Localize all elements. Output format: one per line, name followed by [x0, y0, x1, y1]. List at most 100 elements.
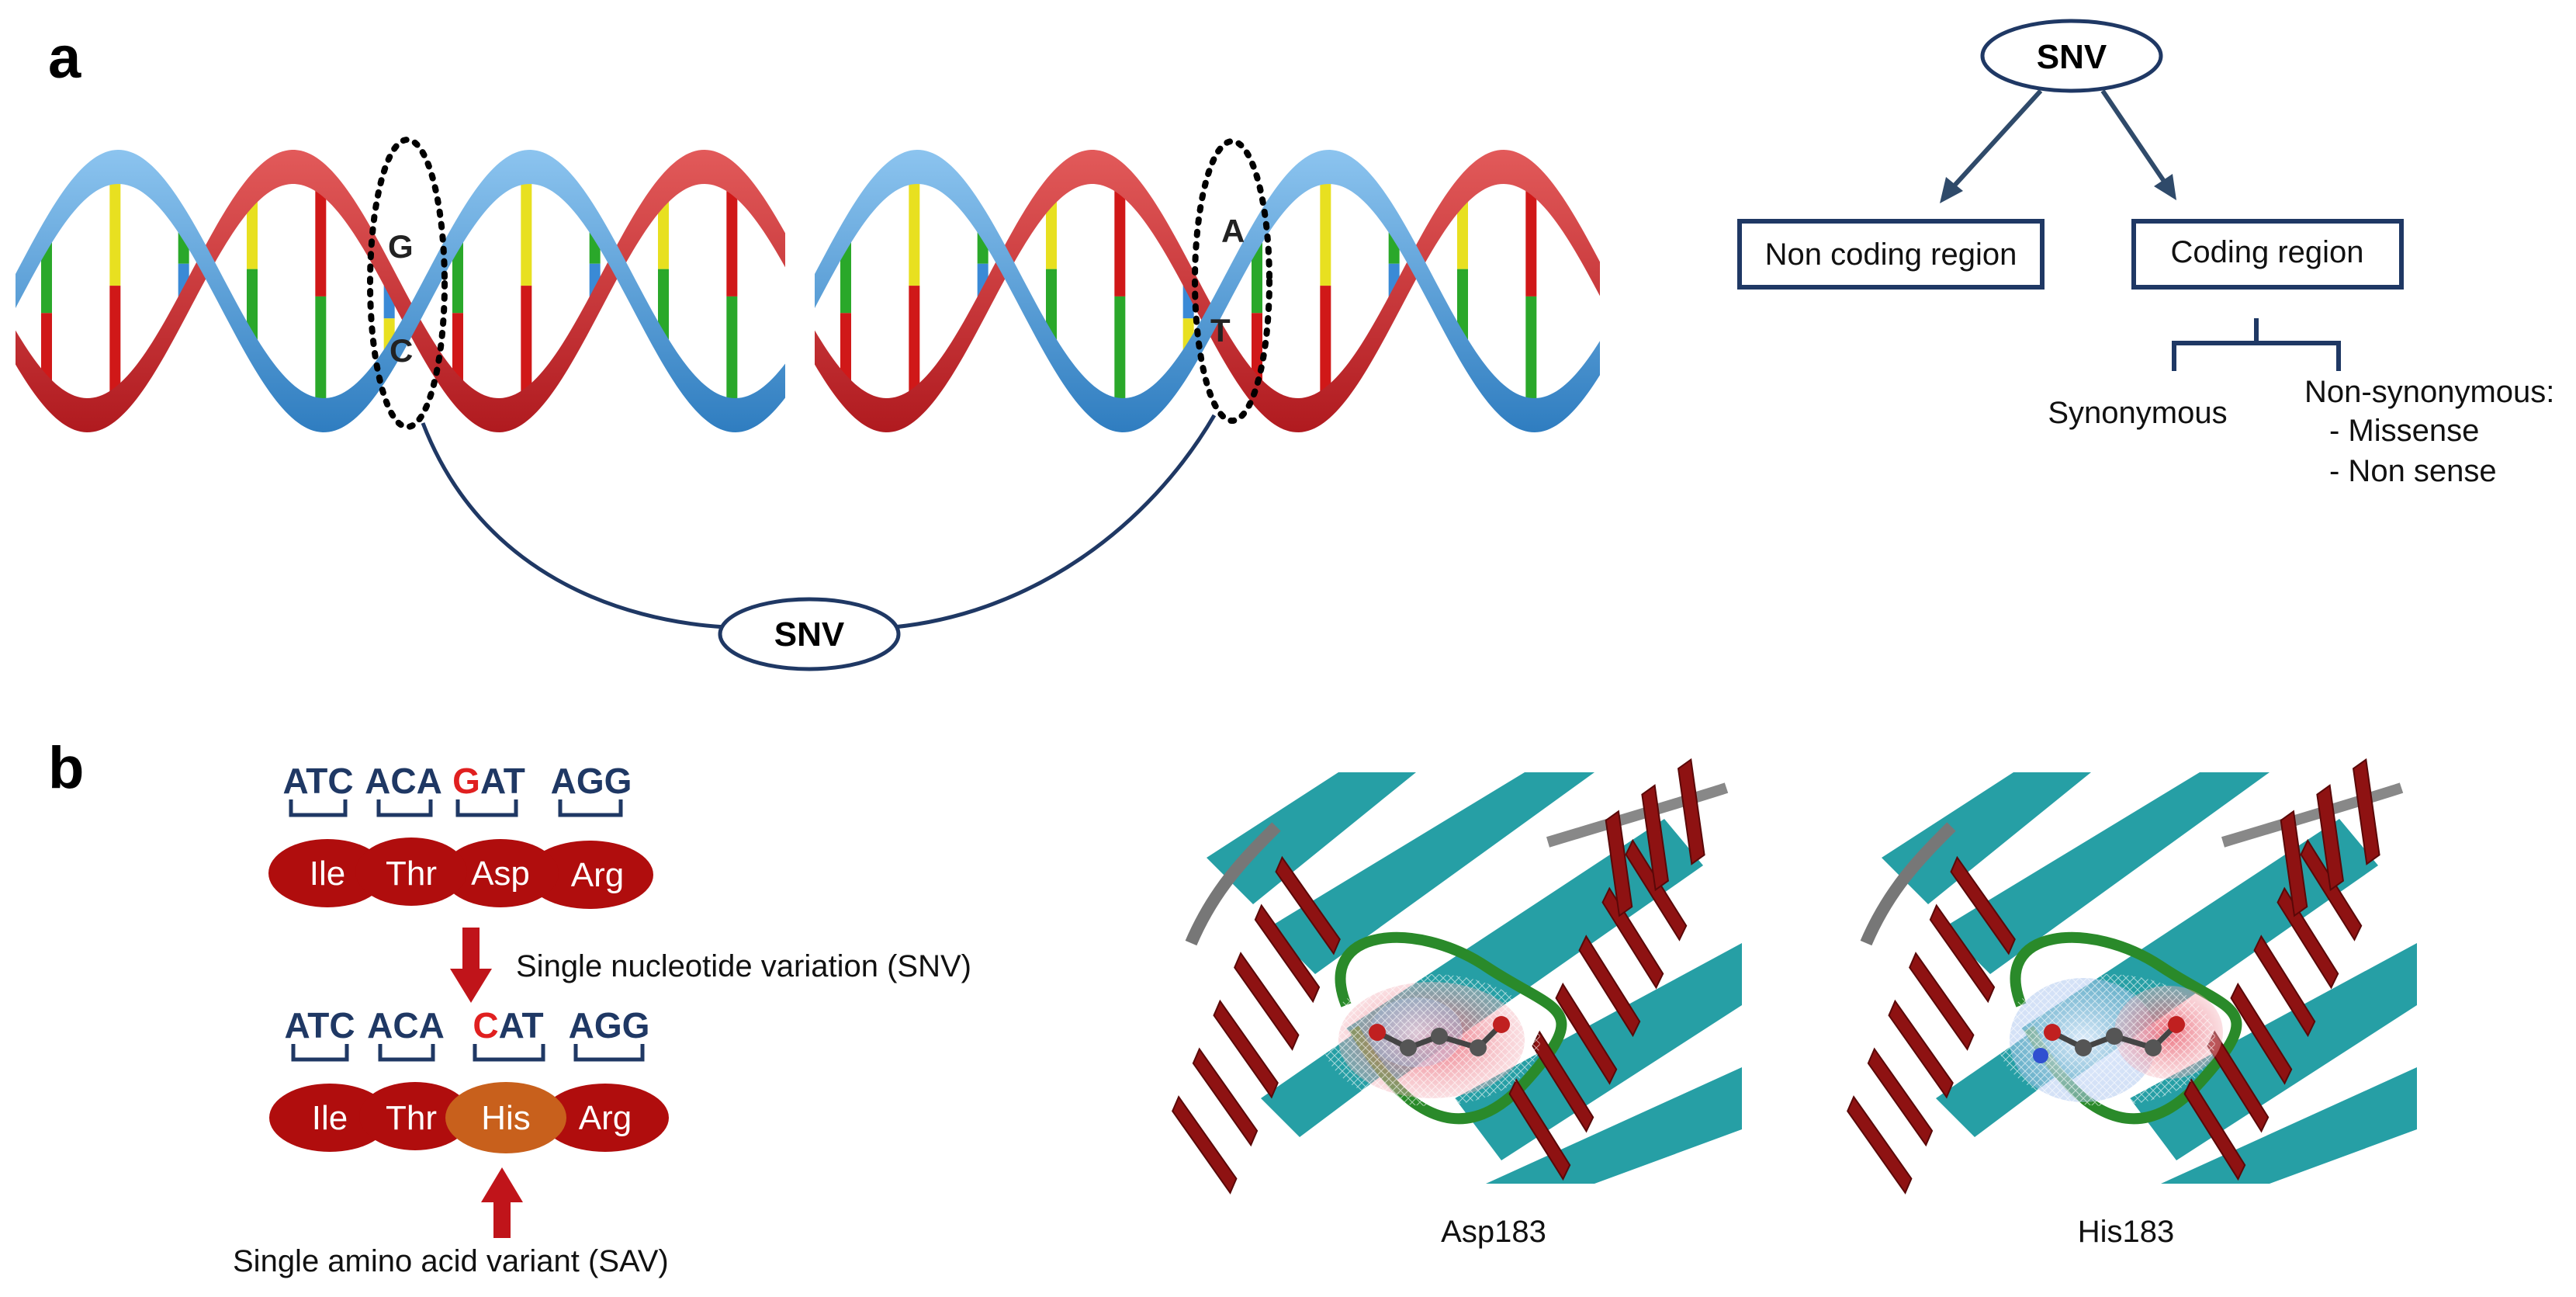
snv-arrow-head — [450, 969, 492, 1003]
amino-acid-label: His — [481, 1099, 531, 1137]
protein-structure-asp183 — [1160, 758, 1742, 1195]
amino-acid-arg — [542, 1084, 669, 1152]
alpha-helix — [1192, 1047, 1259, 1147]
base-pair-segment — [521, 286, 532, 404]
atom — [1470, 1039, 1487, 1056]
codon-4: AGG — [551, 761, 632, 801]
alpha-helix — [1601, 886, 1664, 990]
tree-arrowhead-coding — [2154, 174, 2176, 200]
highlight-ellipse-original — [367, 137, 448, 430]
base-pair-segment — [109, 167, 121, 286]
codon-1: ATC — [284, 1005, 355, 1046]
alpha-helix — [1677, 758, 1705, 865]
codon-4: AGG — [569, 1005, 650, 1046]
nonsense-label: - Non sense — [2329, 454, 2497, 488]
codon-3: CAT — [473, 1005, 543, 1046]
base-pair-segment — [1525, 178, 1537, 297]
snv-description: Single nucleotide variation (SNV) — [516, 949, 971, 983]
snv-root-label: SNV — [2037, 38, 2107, 76]
non-coding-label: Non coding region — [1765, 238, 2017, 272]
atom — [1400, 1039, 1417, 1056]
base-pair-segment — [1320, 167, 1331, 286]
alpha-helix — [2280, 810, 2308, 917]
tree-arrowhead-noncoding — [1940, 177, 1963, 203]
non-synonymous-label: Non-synonymous: — [2304, 375, 2554, 409]
dna-strand-blue — [16, 150, 785, 432]
alpha-helix — [2316, 784, 2344, 892]
dna-strand-red — [16, 150, 785, 432]
amino-acid-asp — [442, 839, 559, 907]
atom — [2075, 1039, 2092, 1056]
base-pair-segment — [909, 286, 920, 404]
tree-arrow-coding — [2100, 89, 2167, 184]
alpha-helix — [1950, 855, 2016, 955]
amino-acid-ile — [268, 839, 386, 907]
atom — [2044, 1024, 2061, 1041]
amino-acid-label: Arg — [579, 1099, 632, 1137]
alpha-helix — [2277, 886, 2339, 990]
synonymous-label: Synonymous — [2048, 396, 2227, 430]
loop — [1860, 822, 1956, 946]
atom — [2168, 1016, 2185, 1033]
atom — [1431, 1028, 1448, 1045]
codon-2: ACA — [367, 1005, 445, 1046]
alpha-helix — [1641, 784, 1669, 892]
base-pair-segment — [1320, 286, 1331, 404]
alpha-helix — [1867, 1047, 1934, 1147]
variant-amino-acid-chain: Ile Thr His Arg — [269, 1082, 669, 1153]
base-pair-segment — [109, 286, 121, 404]
coding-box — [2131, 219, 2404, 290]
alpha-helix — [2352, 758, 2380, 865]
sav-description: Single amino acid variant (SAV) — [233, 1244, 669, 1278]
alpha-helix — [1275, 855, 1341, 955]
alpha-helix — [1888, 999, 1954, 1099]
base-pair-segment — [909, 167, 920, 286]
atom — [2033, 1048, 2048, 1063]
original-amino-acid-chain: Ile Thr Asp Arg — [268, 838, 653, 909]
beta-sheet — [1269, 772, 1594, 974]
dna-strand-red — [815, 150, 1600, 432]
snv-root-node — [1980, 19, 2163, 93]
sav-arrow-shaft — [493, 1199, 511, 1238]
beta-sheet — [1207, 772, 1416, 904]
alpha-helix — [2230, 982, 2293, 1085]
base-pair-segment — [1114, 178, 1126, 297]
alpha-helix — [1847, 1095, 1913, 1195]
amino-acid-ile — [269, 1084, 390, 1152]
snv-bottom-label: SNV — [774, 616, 845, 654]
alpha-helix — [1234, 952, 1300, 1051]
dna-helix-variant — [815, 150, 1600, 432]
codon-2: ACA — [365, 761, 442, 801]
base-pair-segment — [1525, 296, 1537, 415]
variant-codon-brackets — [291, 1044, 645, 1062]
alpha-helix — [1213, 999, 1279, 1099]
alpha-helix — [2253, 935, 2316, 1038]
alpha-helix — [1254, 903, 1321, 1004]
snv-connector-left — [421, 422, 726, 629]
base-pair-segment — [315, 296, 327, 415]
dna-helix-original — [16, 150, 785, 432]
amino-acid-label: Thr — [386, 1099, 437, 1137]
alpha-helix — [1605, 810, 1633, 917]
base-letter-c: C — [390, 332, 413, 369]
codon-3: GAT — [452, 761, 525, 801]
amino-acid-his — [445, 1082, 566, 1153]
original-codon-row: ATC ACA GAT AGG — [282, 761, 632, 801]
asp183-caption: Asp183 — [1441, 1215, 1546, 1249]
base-pair-segment — [726, 178, 738, 297]
missense-label: - Missense — [2329, 414, 2479, 448]
coding-label: Coding region — [2170, 235, 2363, 269]
highlight-ellipse-variant — [1192, 138, 1272, 424]
base-letter-g: G — [388, 228, 414, 265]
loop — [2010, 931, 2242, 1125]
snv-bottom-node — [718, 597, 901, 671]
alpha-helix — [1172, 1095, 1238, 1195]
original-codon-brackets — [289, 799, 623, 817]
dna-strand-blue — [815, 150, 1600, 432]
atom — [1369, 1024, 1386, 1041]
alpha-helix — [1532, 1030, 1594, 1133]
amino-acid-thr — [359, 1082, 471, 1150]
atom — [1493, 1016, 1510, 1033]
amino-acid-label: Thr — [386, 855, 437, 893]
